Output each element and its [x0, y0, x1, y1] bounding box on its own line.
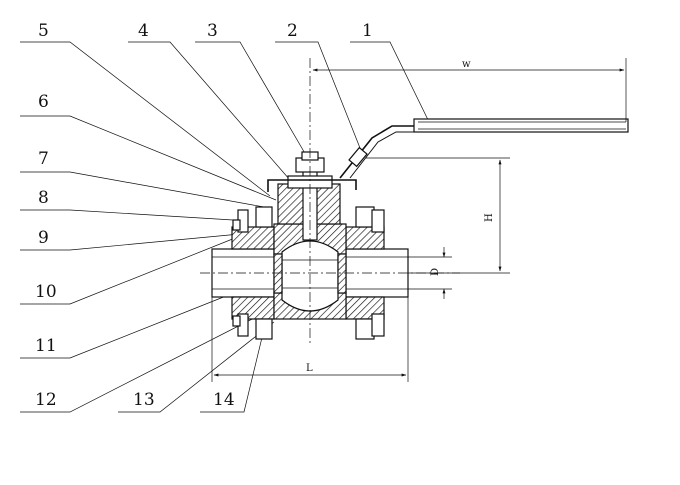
callout-6: 6: [38, 92, 49, 112]
leader-8: [20, 209, 234, 221]
leader-6: [20, 115, 277, 201]
leader-7: [20, 171, 265, 208]
leader-10: [20, 235, 241, 305]
callout-4: 4: [138, 21, 149, 41]
callout-11: 11: [35, 336, 57, 356]
handle-grip: [413, 118, 629, 133]
leader-lines: [20, 41, 433, 413]
leader-2: [275, 41, 361, 149]
dimension-h: H: [366, 157, 510, 274]
valve-body: [211, 118, 629, 340]
dim-w-label: w: [462, 59, 471, 70]
callout-9: 9: [38, 228, 49, 248]
dim-h-label: H: [484, 213, 495, 222]
bolts: [232, 206, 385, 340]
callout-7: 7: [38, 149, 49, 169]
callout-3: 3: [207, 21, 218, 41]
leader-12: [20, 313, 263, 413]
dimension-l: L: [211, 297, 409, 382]
left-seat: [273, 253, 283, 294]
leader-13: [118, 321, 275, 413]
leader-4: [128, 41, 291, 181]
callout-13: 13: [133, 390, 155, 410]
leader-5: [20, 41, 271, 197]
dimension-d: D: [408, 247, 452, 299]
leader-9: [20, 233, 241, 251]
callout-5: 5: [38, 21, 49, 41]
handle-arm: [339, 125, 430, 179]
leader-3: [195, 41, 311, 163]
callout-1: 1: [362, 21, 373, 41]
handle-bracket: [267, 179, 357, 192]
callout-labels: 5 4 3 2 1 6 7 8 9 10 11 12 13 14: [35, 21, 373, 410]
dimension-w: w: [312, 58, 627, 122]
handle-clip: [348, 146, 368, 168]
callout-14: 14: [213, 390, 235, 410]
leader-11: [20, 295, 227, 359]
callout-12: 12: [35, 390, 57, 410]
dim-d-label: D: [430, 268, 441, 276]
callout-10: 10: [35, 282, 57, 302]
dim-l-label: L: [306, 363, 313, 374]
right-seat: [337, 253, 347, 294]
leader-1: [350, 41, 433, 129]
callout-2: 2: [287, 21, 298, 41]
callout-8: 8: [38, 188, 49, 208]
handle-arm-inner: [349, 131, 430, 179]
